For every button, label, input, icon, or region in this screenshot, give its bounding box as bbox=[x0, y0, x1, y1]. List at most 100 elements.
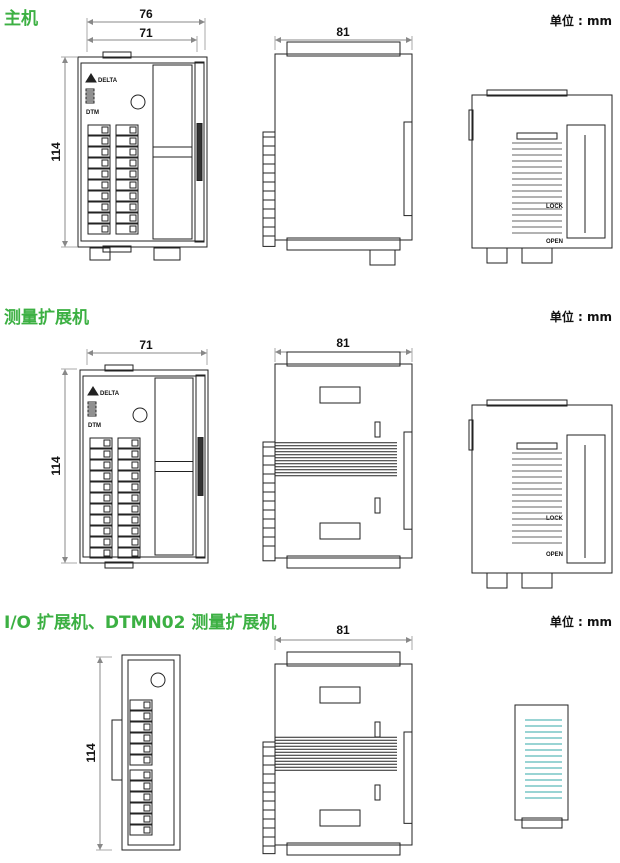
terminal-screw bbox=[101, 214, 109, 222]
bottom-ridge bbox=[286, 237, 401, 251]
front-view-outline bbox=[79, 369, 209, 564]
terminal bbox=[87, 212, 111, 224]
terminal-screw bbox=[143, 745, 151, 753]
slot bbox=[374, 497, 381, 514]
din-rail-notch bbox=[403, 731, 413, 824]
section-title-io-expansion: I/O 扩展机、DTMN02 测量扩展机 bbox=[4, 613, 277, 633]
terminal bbox=[87, 223, 111, 235]
din-rail-notch bbox=[403, 121, 413, 217]
terminal bbox=[89, 514, 113, 526]
terminal bbox=[115, 212, 139, 224]
terminal-screw bbox=[129, 159, 137, 167]
dim-height: 114 bbox=[49, 456, 63, 476]
terminal-screw bbox=[101, 181, 109, 189]
bottom-latch bbox=[104, 561, 134, 569]
terminal-screw bbox=[129, 170, 137, 178]
io-front-outline bbox=[121, 654, 181, 851]
top-edge bbox=[486, 399, 568, 407]
top-latch bbox=[102, 51, 132, 59]
terminal bbox=[115, 168, 139, 180]
terminal bbox=[89, 470, 113, 482]
terminal bbox=[115, 190, 139, 202]
din-rail-clip bbox=[195, 374, 206, 559]
dim-height: 114 bbox=[49, 142, 63, 162]
terminal-screw bbox=[131, 483, 139, 491]
terminal-screw bbox=[143, 723, 151, 731]
terminal bbox=[117, 492, 141, 504]
terminal bbox=[115, 201, 139, 213]
rotary-switch-icon bbox=[150, 672, 166, 688]
open-label: OPEN bbox=[546, 552, 563, 558]
terminal-screw bbox=[101, 225, 109, 233]
bottom-ridge bbox=[286, 842, 401, 856]
delta-logo-icon bbox=[87, 386, 99, 396]
terminal bbox=[89, 547, 113, 559]
terminal-screw bbox=[103, 450, 111, 458]
terminal bbox=[117, 547, 141, 559]
terminal bbox=[87, 190, 111, 202]
terminal-screw bbox=[103, 494, 111, 502]
terminal-screw bbox=[103, 439, 111, 447]
terminal-screw bbox=[129, 225, 137, 233]
io-rear-outline bbox=[514, 704, 569, 821]
terminal bbox=[87, 157, 111, 169]
terminal bbox=[129, 732, 153, 744]
terminal bbox=[115, 124, 139, 136]
terminal bbox=[115, 179, 139, 191]
terminal-screw bbox=[131, 527, 139, 535]
terminal-screw bbox=[131, 472, 139, 480]
terminal-screw bbox=[103, 527, 111, 535]
front-panel bbox=[82, 375, 206, 558]
terminal bbox=[117, 525, 141, 537]
power-terminal bbox=[89, 247, 111, 261]
connector bbox=[197, 437, 204, 496]
top-latch bbox=[104, 364, 134, 372]
din-rail-clip bbox=[111, 719, 123, 781]
connector-bottom bbox=[369, 249, 396, 266]
terminal-screw bbox=[101, 170, 109, 178]
led-indicator bbox=[87, 409, 97, 413]
front-view-outline bbox=[77, 56, 208, 248]
led-indicator bbox=[85, 100, 95, 104]
top-ridge bbox=[286, 351, 401, 367]
label-area bbox=[516, 132, 558, 140]
terminal bbox=[115, 146, 139, 158]
unit-label: 单位 : mm bbox=[549, 14, 612, 28]
terminal bbox=[117, 503, 141, 515]
terminal-screw bbox=[143, 701, 151, 709]
terminal bbox=[117, 459, 141, 471]
terminal-screw bbox=[129, 137, 137, 145]
foot bbox=[521, 817, 563, 829]
terminal bbox=[129, 824, 153, 836]
terminal-screw bbox=[143, 826, 151, 834]
rotary-switch-icon bbox=[130, 94, 146, 110]
terminal-screw bbox=[143, 815, 151, 823]
din-rail-clip bbox=[194, 61, 205, 243]
latch-side bbox=[319, 809, 361, 827]
section-title-main-unit: 主机 bbox=[4, 9, 38, 29]
label-area bbox=[516, 442, 558, 450]
lock-mechanism bbox=[566, 124, 606, 239]
terminal bbox=[87, 146, 111, 158]
terminal bbox=[129, 710, 153, 722]
terminal bbox=[87, 124, 111, 136]
unit-label: 单位 : mm bbox=[549, 615, 612, 629]
terminal bbox=[89, 492, 113, 504]
terminal bbox=[129, 802, 153, 814]
bottom-latch bbox=[102, 245, 132, 253]
brand-label: DELTA bbox=[100, 391, 120, 397]
slot bbox=[374, 721, 381, 738]
terminal-screw bbox=[129, 126, 137, 134]
terminal bbox=[89, 525, 113, 537]
front-panel bbox=[80, 62, 205, 242]
terminal-screw bbox=[103, 505, 111, 513]
terminal bbox=[129, 769, 153, 781]
terminal-screw bbox=[103, 461, 111, 469]
foot bbox=[521, 572, 553, 589]
led-indicator bbox=[85, 92, 95, 96]
clip bbox=[468, 109, 474, 141]
terminal bbox=[87, 135, 111, 147]
dim-depth: 81 bbox=[336, 336, 350, 350]
terminal-screw bbox=[129, 192, 137, 200]
terminal bbox=[117, 514, 141, 526]
